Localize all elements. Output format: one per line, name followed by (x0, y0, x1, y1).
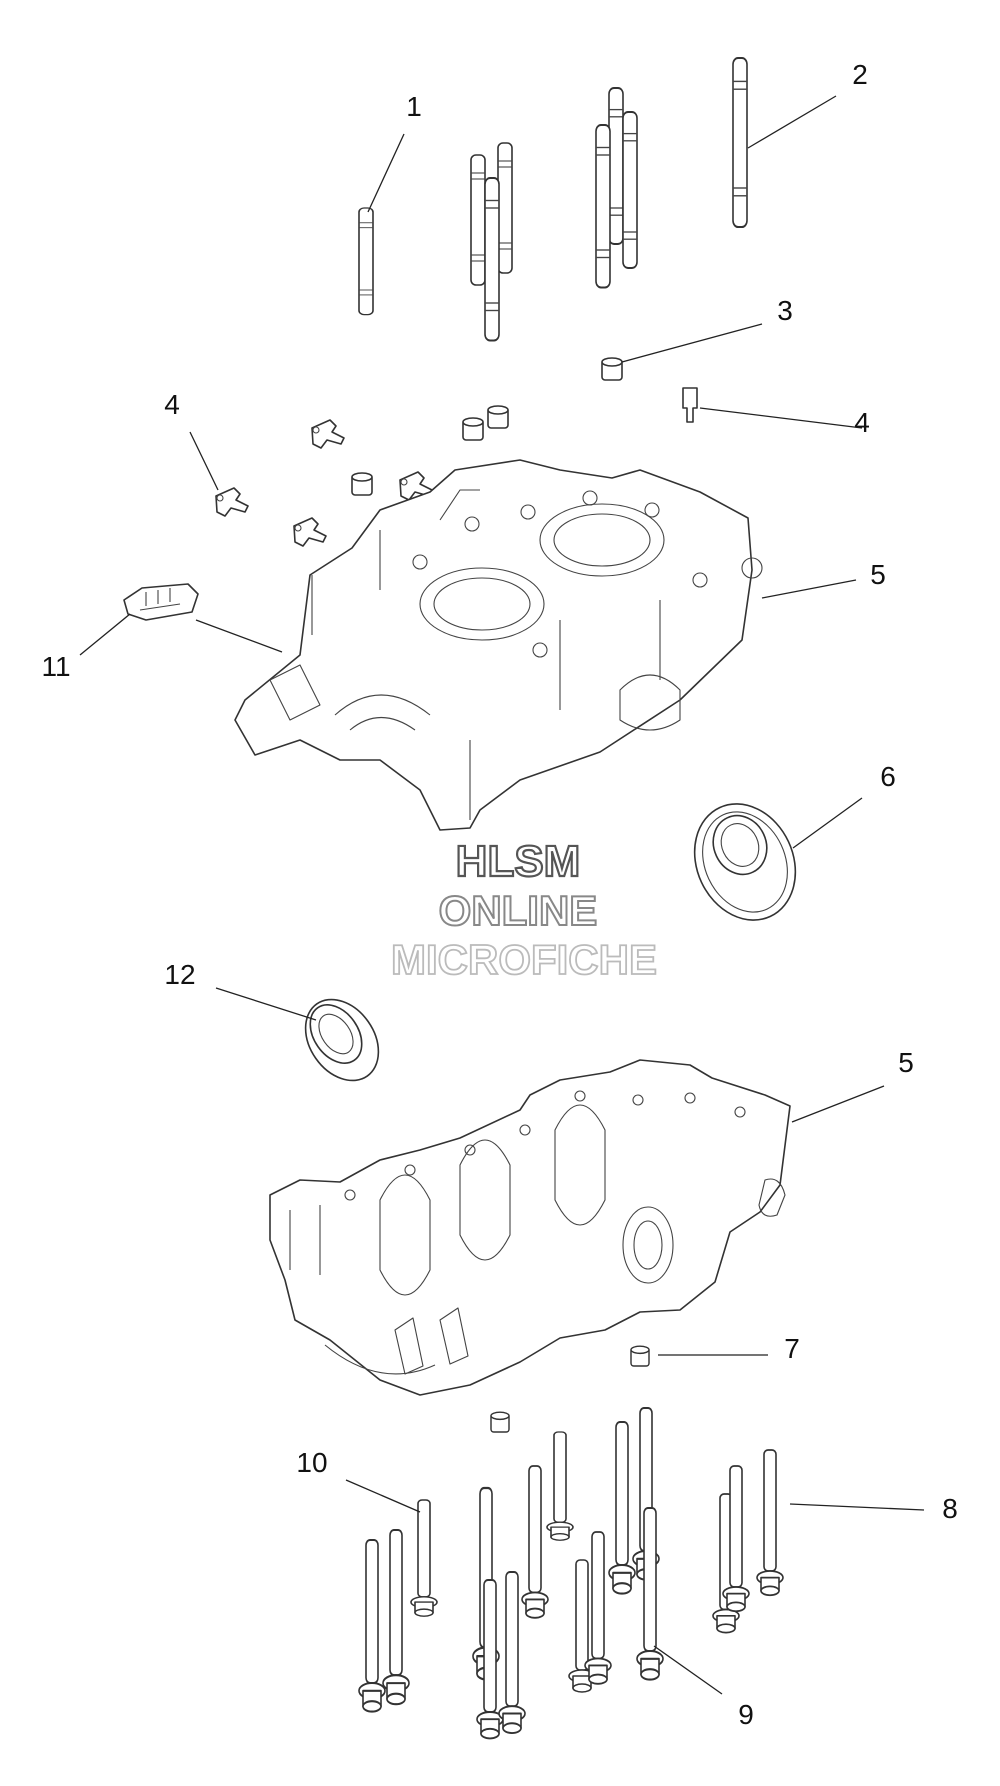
callout-8: 8 (942, 1493, 958, 1524)
oil-seal-12 (304, 998, 380, 1082)
oil-seal-6 (693, 803, 797, 921)
leader-lines (79, 95, 925, 1695)
callout-4-right: 4 (854, 407, 870, 438)
callout-5-upper: 5 (870, 559, 886, 590)
callout-4-left: 4 (164, 389, 180, 420)
callout-12: 12 (164, 959, 195, 990)
callout-9: 9 (738, 1699, 754, 1730)
callout-3: 3 (777, 295, 793, 326)
callout-11: 11 (41, 651, 70, 682)
breather-fitting-11 (123, 583, 199, 621)
watermark-line-3: MICROFICHE (391, 936, 657, 983)
callout-1: 1 (406, 91, 422, 122)
callout-2: 2 (852, 59, 868, 90)
callout-5-lower: 5 (898, 1047, 914, 1078)
upper-crankcase (234, 459, 763, 831)
bolt-group-9 (471, 1406, 665, 1740)
watermark-line-1: HLSM (456, 837, 581, 886)
callout-7: 7 (784, 1333, 800, 1364)
oil-nozzle-group-4 (215, 387, 698, 547)
watermark: HLSM ONLINE MICROFICHE (390, 836, 658, 984)
lower-crankcase (269, 1059, 791, 1396)
callouts: 1 2 3 4 4 5 6 11 12 5 7 10 8 9 (41, 59, 957, 1730)
bolt-group-8 (712, 1449, 784, 1634)
stud-group-2 (595, 56, 749, 289)
bolt-group-10 (357, 1499, 438, 1713)
callout-6: 6 (880, 761, 896, 792)
watermark-line-2: ONLINE (439, 887, 598, 934)
stud-group-1 (358, 142, 513, 342)
callout-10: 10 (296, 1447, 327, 1478)
